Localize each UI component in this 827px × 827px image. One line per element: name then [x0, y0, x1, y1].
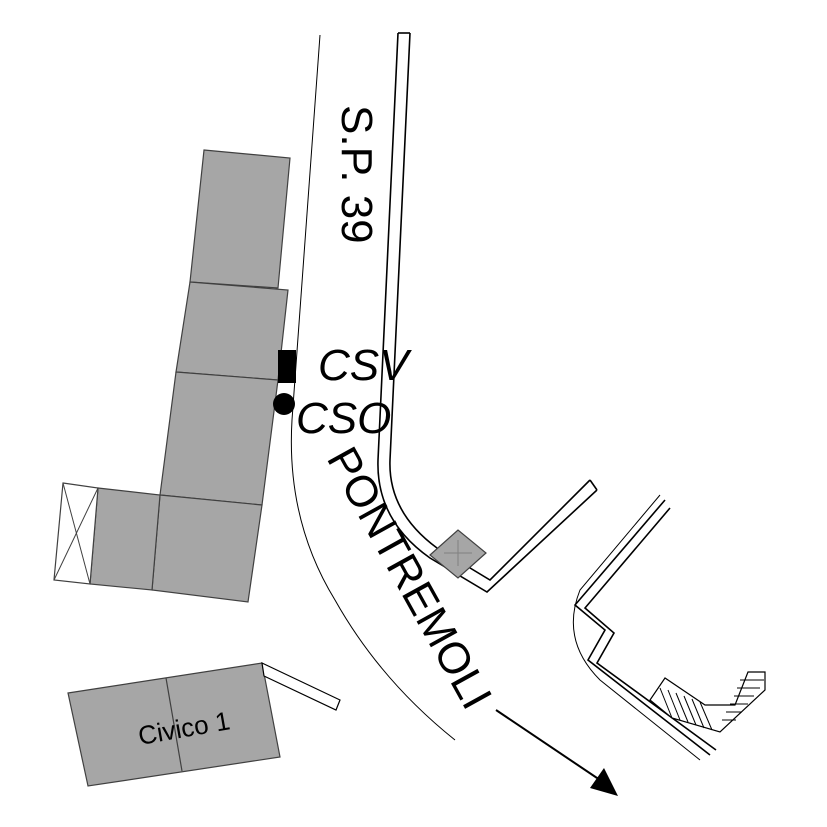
road-curb-end-cap [589, 479, 598, 491]
stairs-structure [649, 671, 766, 733]
building-civico-1 [67, 661, 341, 787]
road-curb-inner [389, 32, 591, 582]
road-curb-outer [377, 32, 598, 593]
direction-arrow-icon [495, 709, 618, 796]
road-edge-left [290, 34, 456, 741]
road-box [429, 529, 487, 579]
building-annex-hatched [53, 482, 99, 585]
road-label-sp39: S.P. 39 [332, 105, 381, 244]
square-marker-icon[interactable] [278, 350, 296, 383]
circle-marker-icon[interactable] [273, 393, 295, 415]
right-wall-outer [573, 499, 711, 756]
road-label-pontremoli: PONTREMOLI [317, 439, 501, 717]
right-edge-line [572, 494, 701, 761]
marker-csv-label: CSV [318, 341, 412, 390]
right-wall-inner [583, 507, 717, 751]
marker-cso-label: CSO [296, 394, 391, 443]
building-block-main [89, 149, 291, 603]
